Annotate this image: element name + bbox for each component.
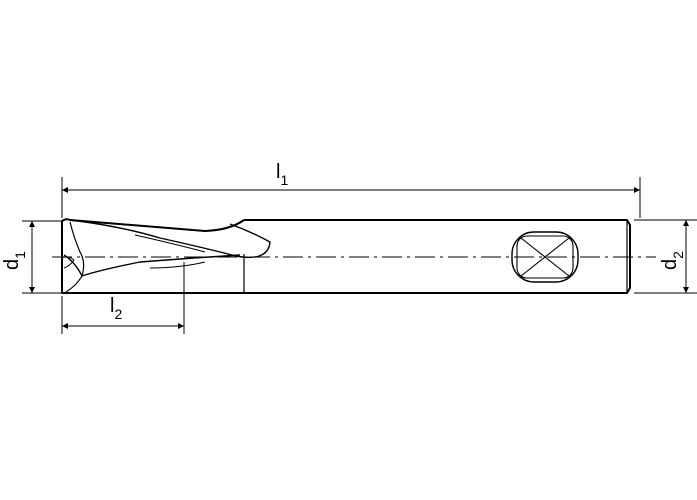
end-mill-tool (61, 218, 631, 294)
d1-label: d1 (1, 251, 28, 270)
l2-label: l2 (110, 295, 122, 322)
d2-label: d2 (659, 251, 686, 270)
clamping-flat (511, 231, 579, 283)
flute-edge (65, 221, 85, 293)
flute-cut-1 (134, 234, 206, 253)
flute-cut-2 (149, 261, 206, 269)
flute-tip (61, 256, 75, 269)
l1-label: l1 (276, 161, 288, 188)
clamping-flat-cross-b (520, 237, 570, 277)
flute-lower (63, 254, 241, 277)
shank-outline (244, 219, 631, 294)
flute-upper (69, 219, 271, 259)
dimension-lines (22, 177, 697, 334)
cutting-head-outline (61, 218, 245, 232)
clamping-flat-inner (516, 235, 574, 279)
